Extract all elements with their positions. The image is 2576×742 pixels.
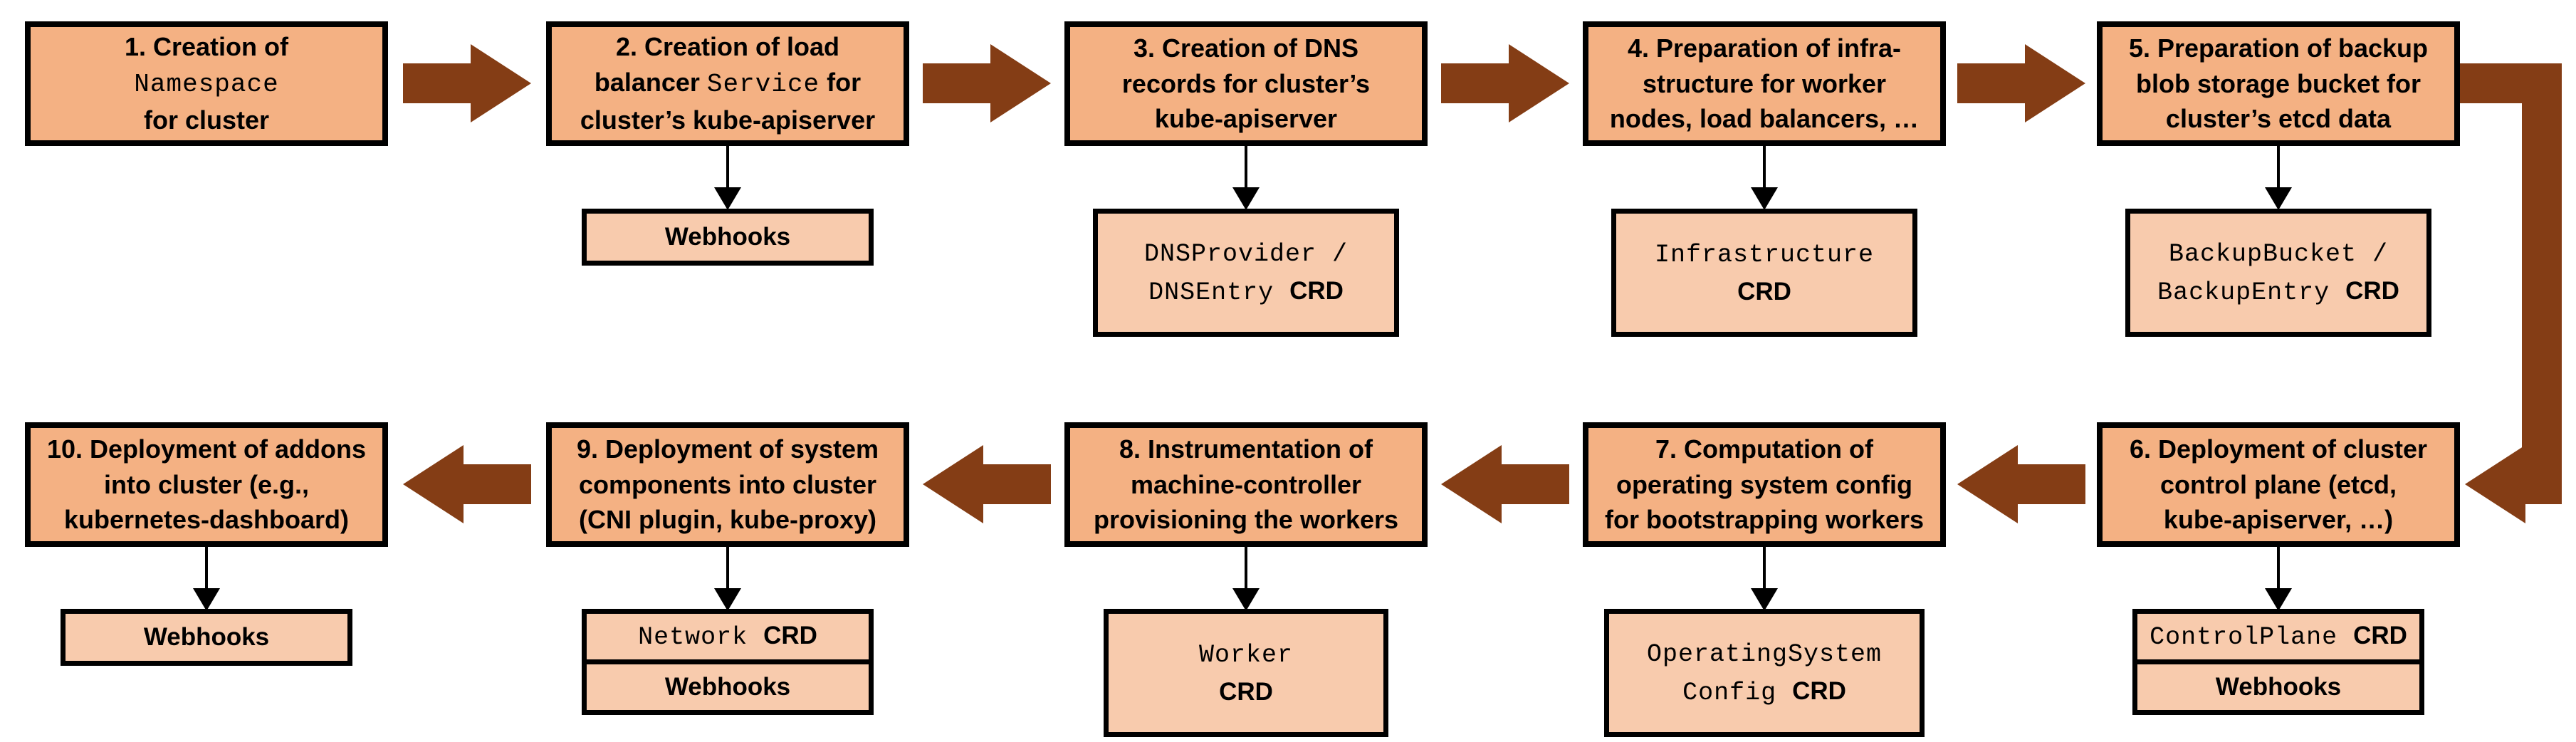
crd-box-backupbucket-backupentry: BackupBucket / BackupEntry CRD <box>2125 209 2431 337</box>
crd-worker-label: Worker CRD <box>1198 640 1294 706</box>
step-9-label: 9. Deployment of system components into … <box>576 434 879 535</box>
crd-box-worker: Worker CRD <box>1104 609 1388 737</box>
connector-step7-to-crd-icon <box>1750 547 1779 611</box>
arrow-step2-to-step3-icon <box>923 44 1051 122</box>
webhooks-box-step2: Webhooks <box>582 209 874 266</box>
webhooks-step6-label: Webhooks <box>2215 672 2342 701</box>
step-box-8: 8. Instrumentation of machine-controller… <box>1064 422 1428 547</box>
step-3-label: 3. Creation of DNS records for cluster’s… <box>1121 33 1371 134</box>
step-box-1: 1. Creation of Namespace for cluster <box>25 21 388 146</box>
step-box-2: 2. Creation of load balancer Service for… <box>546 21 909 146</box>
crd-box-operatingsystemconfig: OperatingSystem Config CRD <box>1604 609 1925 737</box>
arrow-step3-to-step4-icon <box>1441 44 1569 122</box>
crd-network-label: Network CRD <box>638 621 817 652</box>
webhooks-step2-label: Webhooks <box>664 222 791 251</box>
crd-backup-label: BackupBucket / BackupEntry CRD <box>2157 239 2399 308</box>
crd-osc-label: OperatingSystem Config CRD <box>1646 639 1883 708</box>
connector-step5-to-crd-icon <box>2264 146 2293 210</box>
arrow-step7-to-step8-icon <box>1441 445 1569 523</box>
step-box-9: 9. Deployment of system components into … <box>546 422 909 547</box>
arrow-step4-to-step5-icon <box>1957 44 2085 122</box>
step-6-label: 6. Deployment of cluster control plane (… <box>2129 434 2428 535</box>
crd-box-controlplane: ControlPlane CRD <box>2132 609 2424 664</box>
crd-controlplane-label: ControlPlane CRD <box>2150 621 2407 652</box>
step-10-label: 10. Deployment of addons into cluster (e… <box>46 434 367 535</box>
webhooks-box-step9: Webhooks <box>582 659 874 715</box>
connector-step4-to-crd-icon <box>1750 146 1779 210</box>
connector-step10-to-webhooks-icon <box>192 547 221 611</box>
crd-box-network: Network CRD <box>582 609 874 664</box>
step-box-3: 3. Creation of DNS records for cluster’s… <box>1064 21 1428 146</box>
step-box-6: 6. Deployment of cluster control plane (… <box>2097 422 2460 547</box>
connector-step6-to-crd-icon <box>2264 547 2293 611</box>
arrow-step9-to-step10-icon <box>403 445 531 523</box>
step-box-7: 7. Computation of operating system confi… <box>1583 422 1946 547</box>
connector-step2-to-webhooks-icon <box>713 146 742 210</box>
webhooks-step9-label: Webhooks <box>664 672 791 701</box>
step-box-10: 10. Deployment of addons into cluster (e… <box>25 422 388 547</box>
arrow-step1-to-step2-icon <box>403 44 531 122</box>
sub-stack-step9: Network CRD Webhooks <box>582 609 874 715</box>
arrow-step6-to-step7-icon <box>1957 445 2085 523</box>
step-1-label: 1. Creation of Namespace for cluster <box>124 32 289 135</box>
step-5-label: 5. Preparation of backup blob storage bu… <box>2128 33 2429 134</box>
connector-step3-to-crd-icon <box>1232 146 1260 210</box>
webhooks-box-step10: Webhooks <box>61 609 352 666</box>
step-2-label: 2. Creation of load balancer Service for… <box>580 32 876 135</box>
step-8-label: 8. Instrumentation of machine-controller… <box>1093 434 1399 535</box>
crd-infrastructure-label: Infrastructure CRD <box>1654 240 1875 306</box>
connector-step8-to-crd-icon <box>1232 547 1260 611</box>
step-4-label: 4. Preparation of infra- structure for w… <box>1609 33 1920 134</box>
arrow-step8-to-step9-icon <box>923 445 1051 523</box>
step-7-label: 7. Computation of operating system confi… <box>1604 434 1925 535</box>
crd-dns-label: DNSProvider / DNSEntry CRD <box>1143 239 1349 308</box>
webhooks-step10-label: Webhooks <box>143 622 270 651</box>
crd-box-infrastructure: Infrastructure CRD <box>1611 209 1917 337</box>
step-box-5: 5. Preparation of backup blob storage bu… <box>2097 21 2460 146</box>
sub-stack-step6: ControlPlane CRD Webhooks <box>2132 609 2424 715</box>
connector-step9-to-crd-icon <box>713 547 742 611</box>
crd-box-dnsprovider-dnsentry: DNSProvider / DNSEntry CRD <box>1093 209 1399 337</box>
webhooks-box-step6: Webhooks <box>2132 659 2424 715</box>
step-box-4: 4. Preparation of infra- structure for w… <box>1583 21 1946 146</box>
